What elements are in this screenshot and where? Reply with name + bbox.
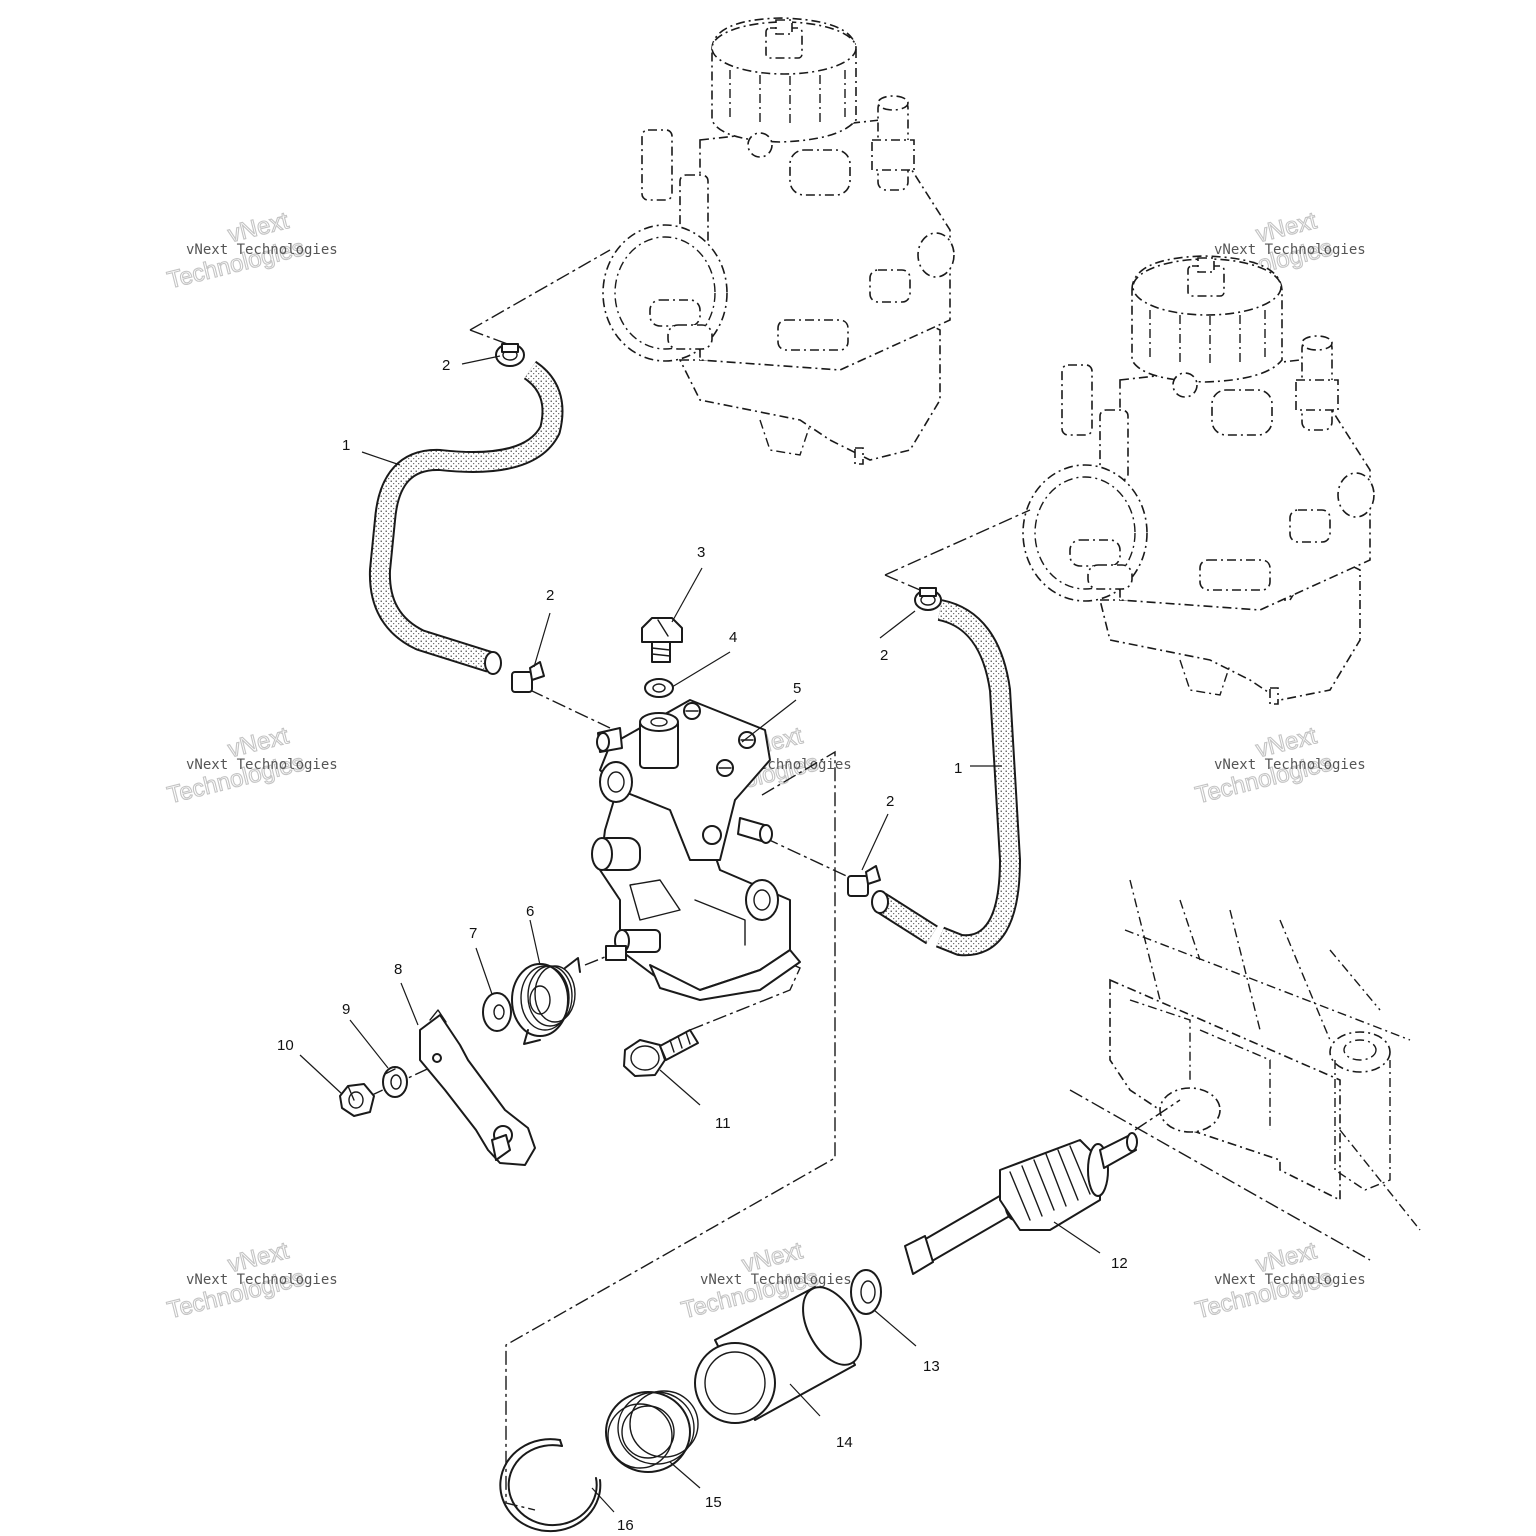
callout-9: 9	[342, 1001, 350, 1018]
carburetor-right	[1022, 255, 1375, 705]
callout-1: 1	[342, 437, 350, 454]
nut	[339, 1083, 375, 1117]
callout-3: 3	[697, 544, 705, 561]
svg-text:vNext Technologies: vNext Technologies	[1214, 242, 1366, 258]
return-spring	[511, 957, 581, 1045]
seal	[605, 1390, 699, 1473]
callout-8: 8	[394, 961, 402, 978]
leader-lines	[299, 355, 1101, 1513]
callouts: 2 1 2 3 4 5 2 1 2 6 7 8 9 10 11 12 13 14…	[277, 357, 1128, 1534]
washer-13	[850, 1269, 882, 1315]
assembly-lines	[369, 249, 1371, 1511]
hose-clamp-right	[914, 587, 942, 611]
oil-pump	[591, 699, 801, 1001]
callout-4: 4	[729, 629, 737, 646]
hose-left	[368, 360, 564, 675]
callout-2: 2	[886, 793, 894, 810]
hose-clamp-top	[495, 343, 525, 367]
svg-text:vNext Technologies: vNext Technologies	[1214, 757, 1366, 773]
bleed-screw	[641, 617, 683, 663]
callout-2: 2	[546, 587, 554, 604]
washer-4	[644, 678, 674, 698]
svg-text:vNext Technologies: vNext Technologies	[700, 1272, 852, 1288]
callout-12: 12	[1111, 1255, 1128, 1272]
callout-14: 14	[836, 1434, 853, 1451]
callout-7: 7	[469, 925, 477, 942]
watermark-top-left: vNext Technologies vNext Technologies	[164, 207, 338, 295]
engine-case	[1109, 879, 1421, 1231]
mounting-bolt	[623, 1029, 699, 1077]
snap-ring	[499, 1438, 602, 1533]
callout-2: 2	[442, 357, 450, 374]
callout-6: 6	[526, 903, 534, 920]
callout-13: 13	[923, 1358, 940, 1375]
watermark-mid-right: vNext Technologies vNext Technologies	[1192, 722, 1366, 810]
hose-right	[871, 599, 1021, 957]
svg-text:vNext Technologies: vNext Technologies	[186, 757, 338, 773]
drive-gear-shaft	[904, 1132, 1138, 1275]
svg-text:vNext Technologies: vNext Technologies	[1214, 1272, 1366, 1288]
svg-text:vNext Technologies: vNext Technologies	[186, 1272, 338, 1288]
hose-clamp-lower	[847, 865, 881, 897]
watermark-mid-left: vNext Technologies vNext Technologies	[164, 722, 338, 810]
washer-7	[482, 992, 512, 1032]
collar	[694, 1286, 862, 1424]
callout-15: 15	[705, 1494, 722, 1511]
callout-5: 5	[793, 680, 801, 697]
callout-10: 10	[277, 1037, 294, 1054]
control-lever	[419, 1009, 536, 1166]
callout-11: 11	[715, 1115, 731, 1132]
watermark-bottom-left: vNext Technologies vNext Technologies	[164, 1237, 338, 1325]
hose-clamp-mid-left	[511, 661, 545, 693]
callout-2: 2	[880, 647, 888, 664]
carburetor-top	[602, 17, 955, 465]
watermark-bottom-right: vNext Technologies vNext Technologies	[1192, 1237, 1366, 1325]
lock-washer	[382, 1066, 408, 1098]
svg-text:vNext Technologies: vNext Technologies	[186, 242, 338, 258]
callout-1: 1	[954, 760, 962, 777]
callout-16: 16	[617, 1517, 634, 1534]
